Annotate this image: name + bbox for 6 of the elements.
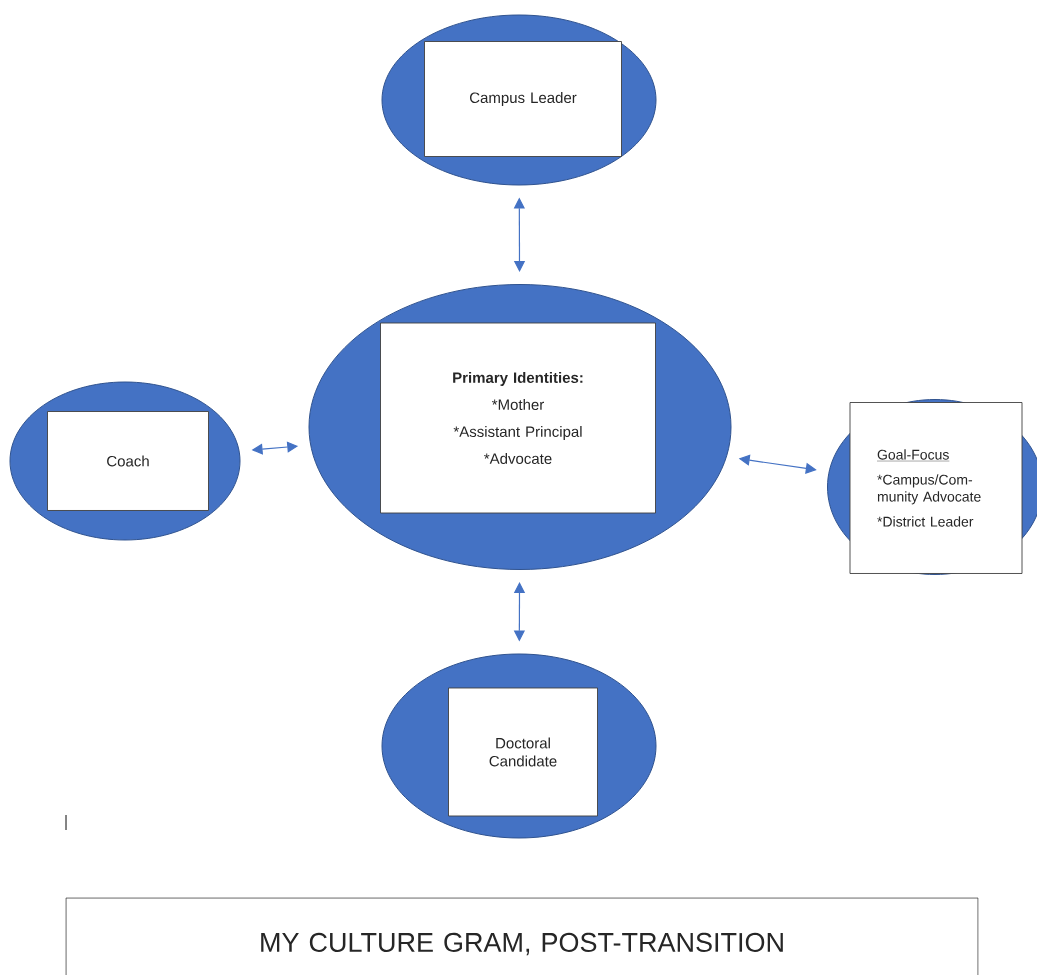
text-box: Doctoral Candidate	[448, 687, 598, 817]
text-box: Primary Identities: *Mother *Assistant Principal *Advocate	[380, 322, 656, 514]
title-box: MY CULTURE GRAM, POST-TRANSITION	[65, 897, 979, 975]
text-box: Goal-Focus *Campus/Com-munity Advocate *District Leader	[849, 402, 1023, 574]
text-box: Coach	[47, 411, 209, 511]
text-box: Campus Leader	[424, 41, 622, 157]
